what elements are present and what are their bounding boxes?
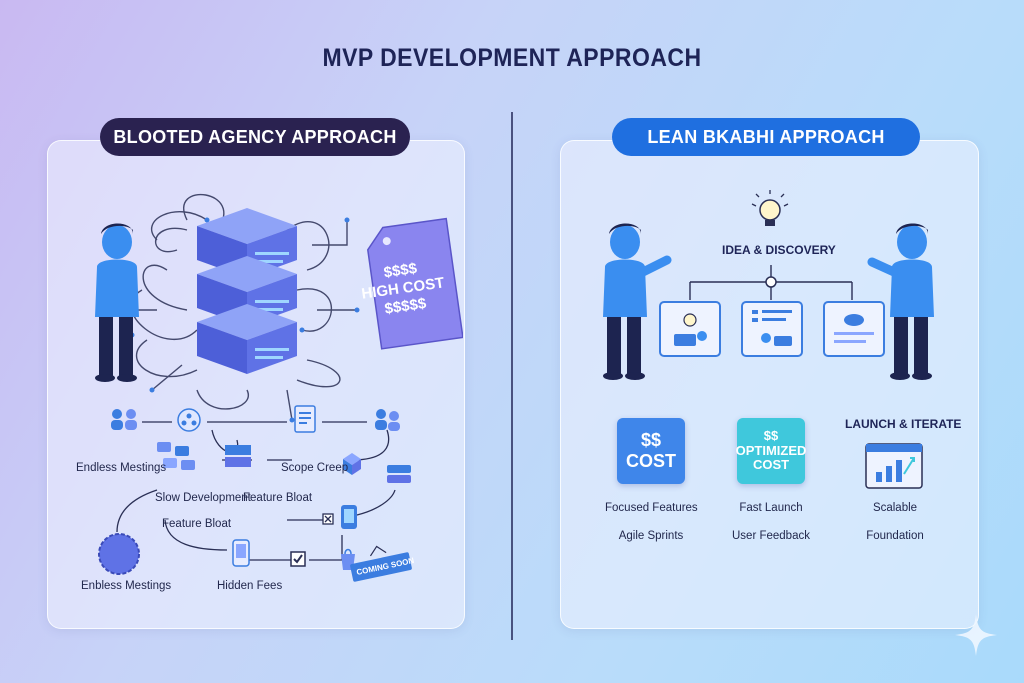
checkbox-icon [290, 551, 306, 567]
lightbulb-icon [751, 190, 789, 226]
right-panel-header: LEAN BKABHI APPROACH [612, 118, 920, 156]
cost-box: $$ COST [617, 418, 685, 484]
feature-bloat-label-1: Feature Bloat [243, 492, 313, 504]
feature-3-line2: Foundation [866, 530, 924, 542]
box-icon [343, 453, 361, 475]
phone-icon [232, 539, 250, 567]
right-illustration [603, 190, 934, 489]
scope-creep-label: Scope Creep [281, 462, 349, 474]
slow-development-label: Slow Development [155, 492, 251, 504]
wire-nodes [129, 217, 360, 423]
optimized-box-line2: OPTIMIZED [735, 442, 807, 458]
person-presenting-left-icon [603, 223, 672, 380]
endless-meetings-label-2: Enbless Mestings [81, 580, 172, 592]
endless-meetings-label-1: Endless Mestings [76, 462, 167, 474]
idea-discovery-label: IDEA & DISCOVERY [722, 243, 836, 257]
feature-2-line2: User Feedback [732, 530, 810, 542]
feature-1-line1: Focused Features [605, 502, 698, 514]
sparkle-icon [955, 614, 997, 656]
gear-badge-icon [98, 533, 140, 575]
team-icon [111, 409, 137, 430]
screen-cloud-icon [823, 301, 885, 357]
mobile-device-icon [341, 505, 357, 529]
coming-soon-sign-icon [350, 545, 412, 582]
x-box-icon [322, 513, 334, 525]
person-presenting-right-icon [867, 223, 934, 380]
optimized-box-line1: $$ [763, 427, 779, 443]
left-panel-header: BLOOTED AGENCY APPROACH [100, 118, 410, 156]
rocket-chart-icon [865, 443, 923, 489]
connector-node [765, 276, 777, 288]
cost-box-line1: $$ [640, 430, 662, 451]
launch-iterate-label: LAUNCH & ITERATE [845, 417, 962, 431]
center-divider [511, 112, 513, 640]
optimized-box-line3: COST [752, 457, 790, 473]
network-icon [177, 408, 201, 432]
feature-bloat-label-2: Feature Bloat [162, 518, 232, 530]
hidden-fees-label: Hidden Fees [217, 580, 283, 592]
meeting-icon [375, 409, 400, 431]
person-left-icon [95, 223, 139, 382]
left-illustration [95, 193, 463, 582]
price-tag-icon [367, 217, 463, 350]
page-title: MVP DEVELOPMENT APPROACH [322, 44, 702, 72]
feature-1-line2: Agile Sprints [618, 530, 684, 542]
screen-plan-icon [741, 301, 803, 357]
server-stack-icon [197, 208, 297, 374]
feature-2-line1: Fast Launch [739, 502, 803, 514]
server-small-icon [387, 465, 411, 483]
chat-cluster-icon [157, 442, 195, 470]
stack-icon [225, 445, 251, 467]
screen-idea-icon [659, 301, 721, 357]
optimized-cost-box: $$ OPTIMIZED COST [735, 418, 807, 484]
feature-3-line1: Scalable [872, 502, 918, 514]
cost-box-line2: COST [625, 451, 676, 471]
document-icon [294, 405, 316, 433]
